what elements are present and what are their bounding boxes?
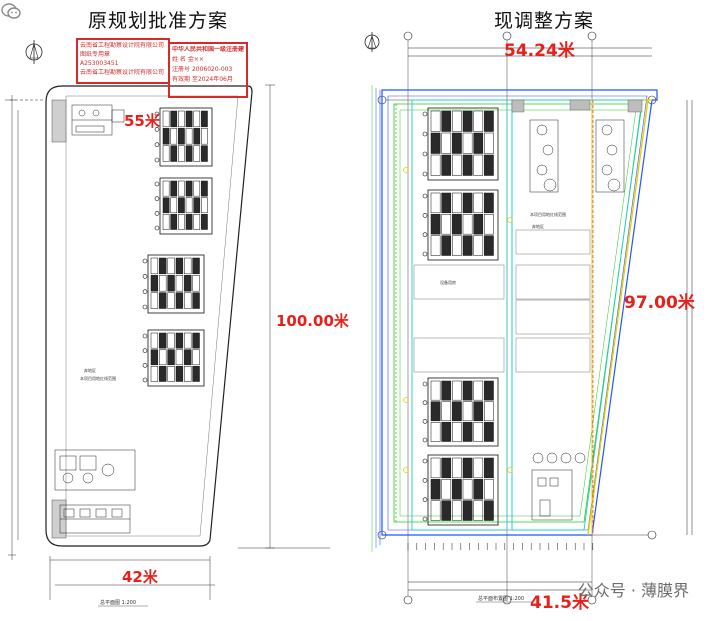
equipment-block xyxy=(422,189,499,261)
watermark-text: 公众号 · 薄膜界 xyxy=(577,581,689,600)
north-arrow-icon xyxy=(364,32,380,52)
north-arrow-icon xyxy=(25,40,43,64)
wechat-icon xyxy=(1,3,21,19)
adjusted-bottom-width-label: 41.5米 xyxy=(530,593,589,613)
svg-text:本项目用地红线范围: 本项目用地红线范围 xyxy=(530,211,566,217)
equipment-block xyxy=(422,454,499,526)
adjusted-plan-panel: 现调整方案 xyxy=(352,0,711,621)
equipment-block xyxy=(422,377,499,447)
svg-text:弃地区: 弃地区 xyxy=(532,223,544,229)
svg-text:弃地区: 弃地区 xyxy=(84,367,96,373)
adjusted-plan-title: 现调整方案 xyxy=(494,10,595,32)
design-institute-stamp: 云南省工程勘察设计院有限公司 图纸专用章 A253003451 云南省工程勘察设… xyxy=(76,38,170,84)
architect-registration-stamp: 中华人民共和国一级注册建筑师 姓 名 金×× 注册号 2006020-003 有… xyxy=(168,42,248,98)
corner-hatch xyxy=(51,99,67,539)
svg-text:总平面布置图 1:200: 总平面布置图 1:200 xyxy=(478,595,524,602)
original-plan-title: 原规划批准方案 xyxy=(88,10,229,32)
equipment-block xyxy=(154,177,213,235)
svg-text:设备用房: 设备用房 xyxy=(440,279,456,285)
adjusted-top-width-label: 54.24米 xyxy=(504,41,575,61)
original-top-width-label: 55米 xyxy=(124,112,160,130)
equipment-block xyxy=(142,254,205,314)
original-bottom-width-label: 42米 xyxy=(122,568,158,586)
original-plan-panel: 原规划批准方案 xyxy=(0,0,352,621)
equipment-block xyxy=(422,107,499,181)
svg-text:本项目用地红线范围: 本项目用地红线范围 xyxy=(80,375,116,381)
equipment-block xyxy=(142,329,205,387)
equipment-block xyxy=(154,107,213,167)
original-site-plan-drawing: 弃地区 本项目用地红线范围 总平面图 1:200 xyxy=(5,40,330,607)
adjusted-site-plan-drawing: 设备用房 本项目用地红线范围 弃地区 xyxy=(364,31,693,605)
adjusted-height-label: 97.00米 xyxy=(624,293,695,313)
original-height-label: 100.00米 xyxy=(276,312,349,330)
svg-text:总平面图 1:200: 总平面图 1:200 xyxy=(100,599,136,606)
